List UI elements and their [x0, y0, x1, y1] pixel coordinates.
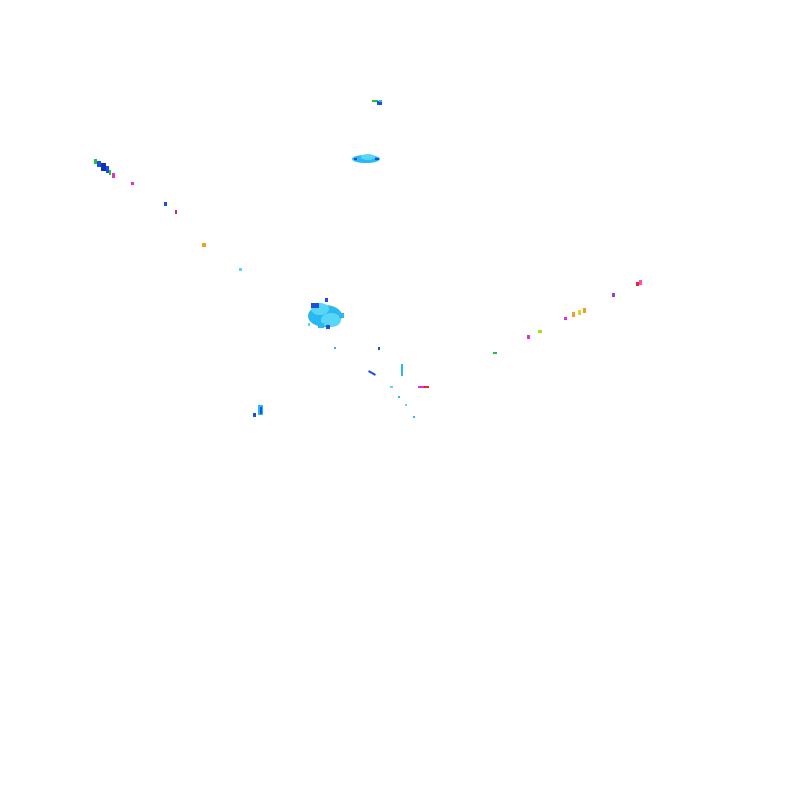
- lower-left-cluster: [253, 405, 263, 417]
- top-marker-cluster: [372, 100, 382, 105]
- right-diagonal-streak: [493, 280, 642, 354]
- center-scatter: [334, 347, 429, 418]
- upper-blue-blob: [352, 154, 380, 163]
- central-blue-cluster: [308, 298, 344, 329]
- upper-left-streak: [94, 159, 242, 271]
